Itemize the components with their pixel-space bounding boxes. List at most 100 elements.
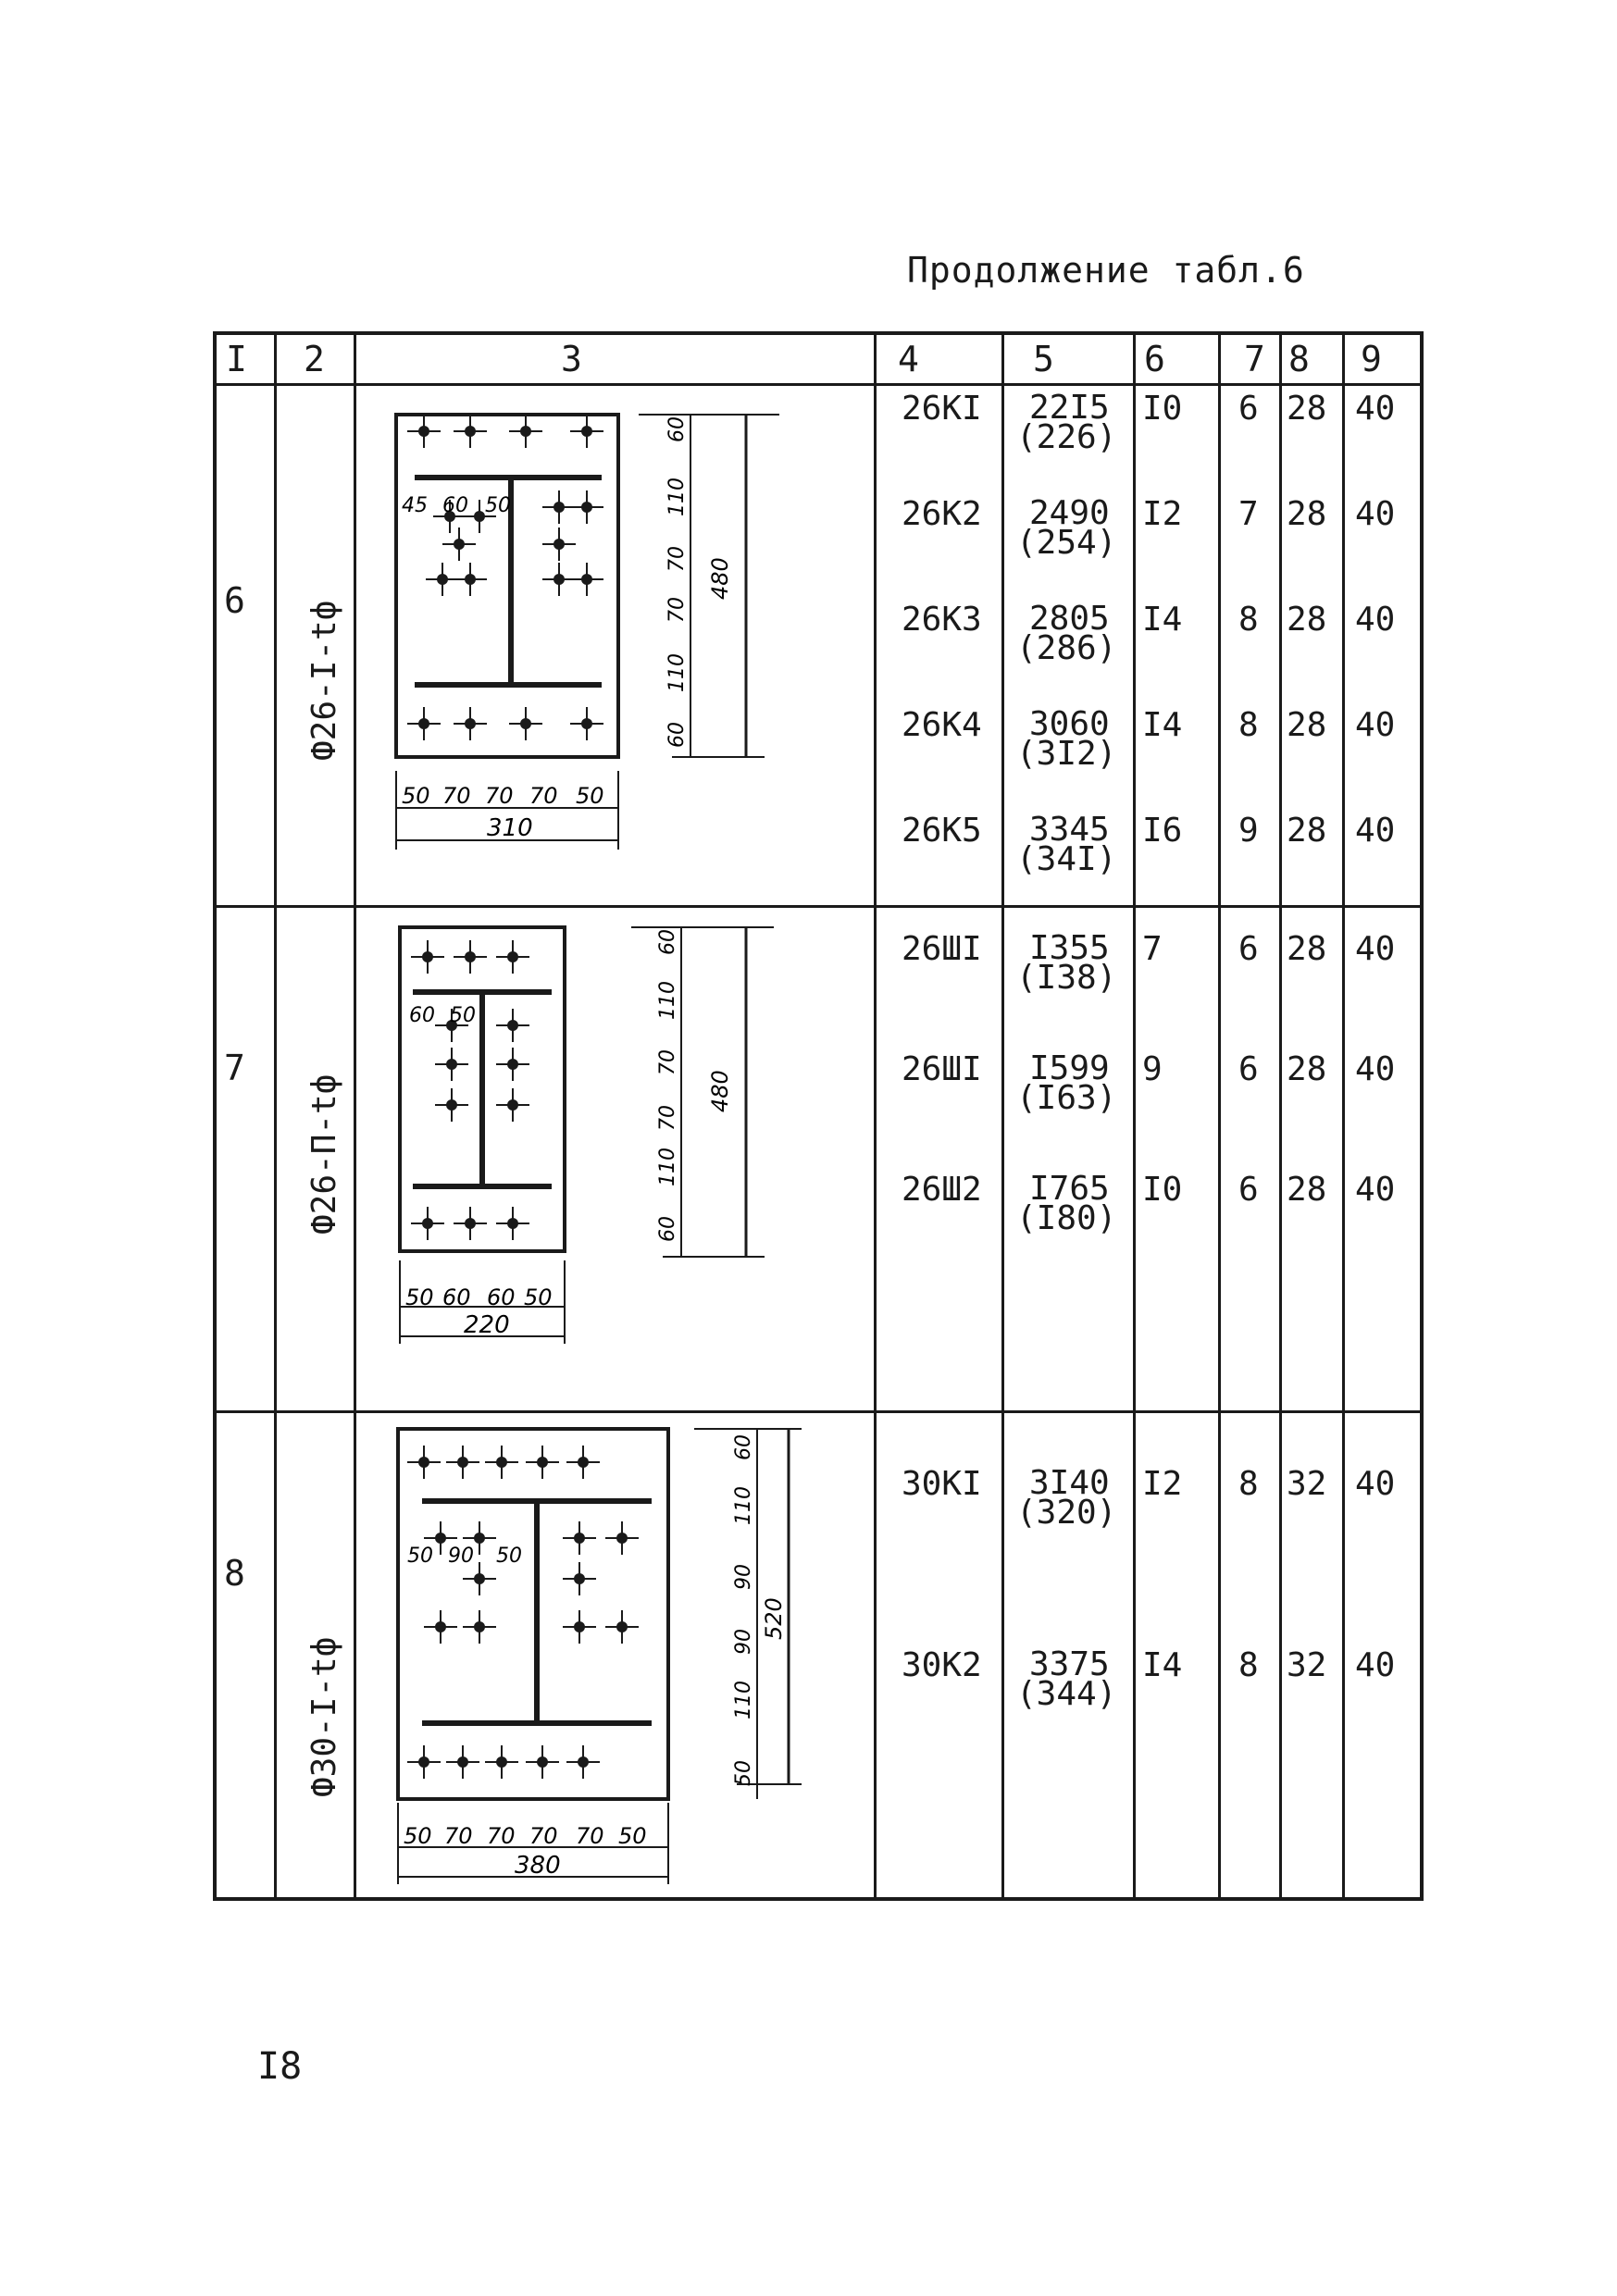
bolt-hole: [537, 1756, 548, 1768]
dim-label: 90: [732, 1564, 755, 1590]
bolt-hole: [616, 1533, 628, 1544]
bolt-hole: [465, 1218, 476, 1229]
bolt-hole: [418, 718, 429, 729]
dim-total-right: 480: [707, 557, 733, 600]
dim-label: 70: [656, 1105, 679, 1131]
bolt-hole: [574, 1621, 585, 1632]
dim-label: 70: [487, 1823, 516, 1849]
cell-col6: I4: [1142, 601, 1183, 639]
col-header-5: 5: [1033, 339, 1054, 379]
cell-value-paren: (3I2): [1016, 735, 1117, 773]
dim-label: 60: [487, 1285, 516, 1310]
cell-col7: 6: [1238, 1050, 1259, 1088]
row-number: 8: [224, 1553, 245, 1594]
dim-label: 110: [665, 478, 689, 516]
dim-label: 50: [732, 1760, 755, 1786]
bolt-hole: [446, 1059, 457, 1070]
col-header-8: 8: [1288, 339, 1310, 379]
dim-label: 50: [576, 783, 604, 809]
dim-label: 70: [529, 1823, 558, 1849]
bolt-hole: [496, 1756, 507, 1768]
bolt-hole: [465, 426, 476, 437]
cell-col6: 9: [1142, 1050, 1163, 1088]
cell-col8: 28: [1287, 1050, 1327, 1088]
cell-value-paren: (34I): [1016, 840, 1117, 878]
cell-value: I765: [1029, 1170, 1110, 1208]
dim-label: 50: [450, 1004, 476, 1027]
dim-label: 70: [665, 597, 689, 623]
dim-total-right: 480: [707, 1070, 733, 1112]
cell-value: 2490: [1029, 494, 1110, 532]
dim-label: 110: [732, 1486, 755, 1525]
col-header-7: 7: [1244, 339, 1265, 379]
bolt-hole: [520, 426, 531, 437]
cell-value: I355: [1029, 929, 1110, 967]
dim-label: 70: [576, 1823, 604, 1849]
cell-col8: 28: [1287, 601, 1327, 639]
bolt-hole: [554, 539, 565, 550]
dim-label: 50: [485, 494, 511, 517]
cell-col8: 28: [1287, 495, 1327, 533]
bolt-hole: [422, 1218, 433, 1229]
cell-value-paren: (320): [1016, 1494, 1117, 1532]
bolt-hole: [457, 1457, 468, 1468]
cell-col6: I4: [1142, 1646, 1183, 1684]
cell-col9: 40: [1355, 495, 1396, 533]
cell-value-paren: (226): [1016, 418, 1117, 456]
bolt-hole: [446, 1099, 457, 1111]
dim-label: 110: [656, 981, 679, 1020]
cell-value: 3060: [1029, 705, 1110, 743]
table-caption: Продолжение табл.6: [907, 250, 1305, 291]
bolt-hole: [574, 1533, 585, 1544]
cell-mark: 26ШI: [902, 930, 982, 968]
cell-value-paren: (I63): [1016, 1079, 1117, 1117]
cell-col8: 28: [1287, 812, 1327, 850]
bolt-hole: [581, 426, 592, 437]
cell-mark: 26КI: [902, 390, 982, 428]
dim-label: 70: [665, 546, 689, 572]
cell-col7: 6: [1238, 390, 1259, 428]
dim-label: 90: [732, 1629, 755, 1655]
cell-value: 3I40: [1029, 1464, 1110, 1502]
cell-value-paren: (286): [1016, 629, 1117, 667]
cell-value-paren: (I80): [1016, 1199, 1117, 1237]
bolt-hole: [474, 511, 485, 522]
bolt-hole: [465, 574, 476, 585]
dim-label: 60: [442, 1285, 471, 1310]
bolt-hole: [435, 1621, 446, 1632]
bolt-hole: [520, 718, 531, 729]
col-header-4: 4: [898, 339, 919, 379]
cell-value: 22I5: [1029, 389, 1110, 427]
cell-col6: I2: [1142, 495, 1183, 533]
cell-mark: 26К5: [902, 812, 982, 850]
bolt-hole: [574, 1573, 585, 1584]
data-table: I 2 3 4 5 6 7 8 9 6 Ф26-I-tф 7 Ф26-П-tф …: [213, 331, 1424, 1901]
dim-label: 70: [444, 1823, 473, 1849]
col-header-9: 9: [1361, 339, 1382, 379]
cell-col9: 40: [1355, 812, 1396, 850]
cell-mark: 26К4: [902, 706, 982, 744]
bolt-hole: [474, 1621, 485, 1632]
cell-col8: 28: [1287, 1171, 1327, 1209]
type-designation: Ф26-П-tф: [305, 1074, 343, 1235]
dim-total-right: 520: [761, 1597, 787, 1640]
cell-col9: 40: [1355, 601, 1396, 639]
cell-col7: 6: [1238, 930, 1259, 968]
bolt-hole: [507, 1218, 518, 1229]
dim-label: 70: [656, 1049, 679, 1075]
dim-label: 60: [665, 722, 689, 748]
cell-col6: I0: [1142, 1171, 1183, 1209]
bolt-hole: [474, 1533, 485, 1544]
cell-col9: 40: [1355, 706, 1396, 744]
type-designation: Ф30-I-tф: [305, 1636, 343, 1797]
cell-col8: 28: [1287, 930, 1327, 968]
cell-value-paren: (254): [1016, 524, 1117, 562]
bolt-hole: [581, 574, 592, 585]
cell-col6: I4: [1142, 706, 1183, 744]
dim-label: 50: [524, 1285, 553, 1310]
bolt-hole: [507, 951, 518, 962]
bolt-hole: [457, 1756, 468, 1768]
